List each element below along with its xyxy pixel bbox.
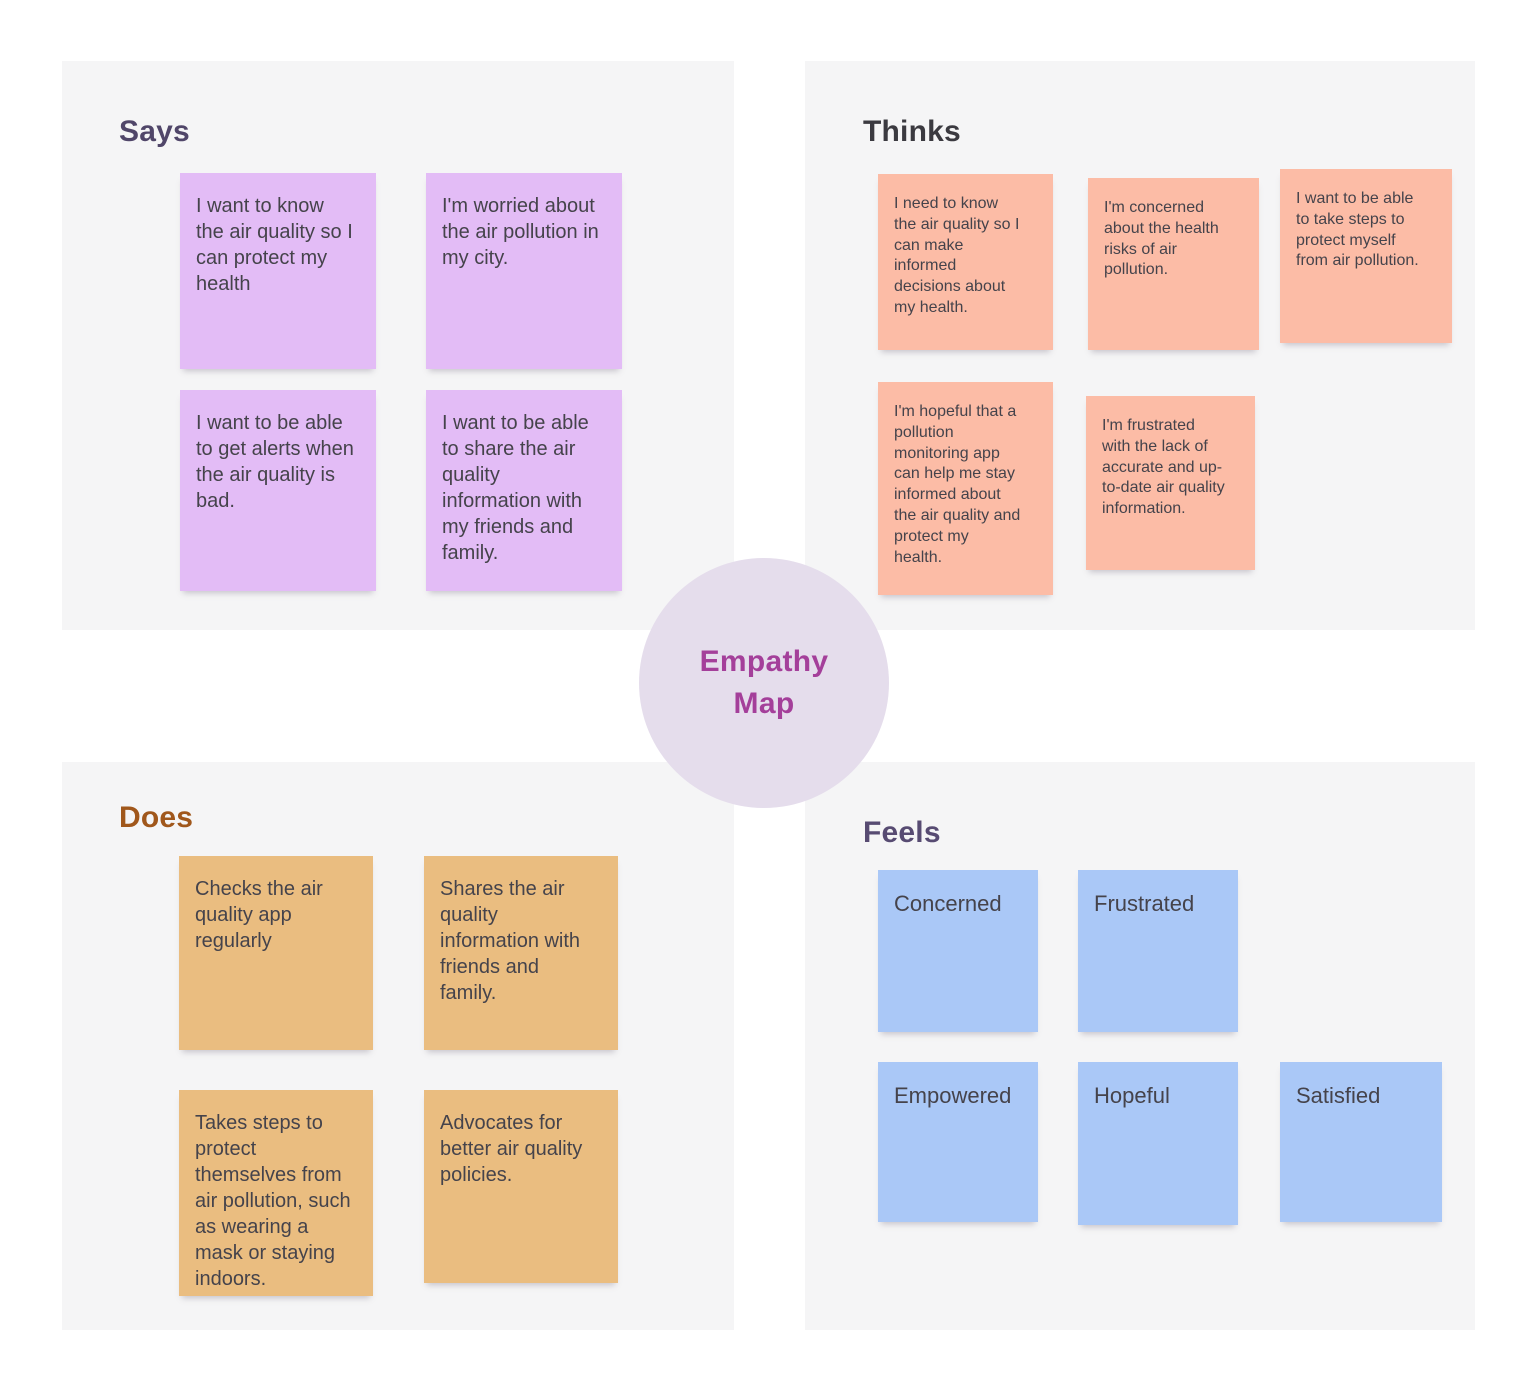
quadrant-title-thinks: Thinks (863, 115, 961, 148)
quadrant-does: Does Checks the air quality app regularl… (62, 762, 734, 1330)
empathy-map-title: Empathy Map (699, 645, 829, 720)
sticky-note[interactable]: I'm concerned about the health risks of … (1088, 178, 1259, 350)
sticky-note[interactable]: I'm worried about the air pollution in m… (426, 173, 622, 369)
quadrant-thinks: Thinks I need to know the air quality so… (805, 61, 1475, 630)
sticky-note[interactable]: Frustrated (1078, 870, 1238, 1032)
empathy-map-circle: Empathy Map (639, 558, 889, 808)
quadrant-title-does: Does (119, 801, 194, 834)
sticky-note[interactable]: Empowered (878, 1062, 1038, 1222)
sticky-note[interactable]: Hopeful (1078, 1062, 1238, 1225)
quadrant-title-says: Says (119, 115, 190, 148)
sticky-note[interactable]: Checks the air quality app regularly (179, 856, 373, 1050)
sticky-note[interactable]: I'm frustrated with the lack of accurate… (1086, 396, 1255, 570)
sticky-note[interactable]: Shares the air quality information with … (424, 856, 618, 1050)
sticky-note[interactable]: I want to know the air quality so I can … (180, 173, 376, 369)
quadrant-feels: Feels Concerned Frustrated Empowered Hop… (805, 762, 1475, 1330)
quadrant-says: Says I want to know the air quality so I… (62, 61, 734, 630)
sticky-note[interactable]: Takes steps to protect themselves from a… (179, 1090, 373, 1296)
sticky-note[interactable]: Satisfied (1280, 1062, 1442, 1222)
sticky-note[interactable]: I want to be able to take steps to prote… (1280, 169, 1452, 343)
sticky-note[interactable]: I want to be able to get alerts when the… (180, 390, 376, 591)
sticky-note[interactable]: Advocates for better air quality policie… (424, 1090, 618, 1283)
sticky-note[interactable]: I want to be able to share the air quali… (426, 390, 622, 591)
sticky-note[interactable]: I'm hopeful that a pollution monitoring … (878, 382, 1053, 595)
sticky-note[interactable]: I need to know the air quality so I can … (878, 174, 1053, 350)
quadrant-title-feels: Feels (863, 816, 941, 849)
sticky-note[interactable]: Concerned (878, 870, 1038, 1032)
